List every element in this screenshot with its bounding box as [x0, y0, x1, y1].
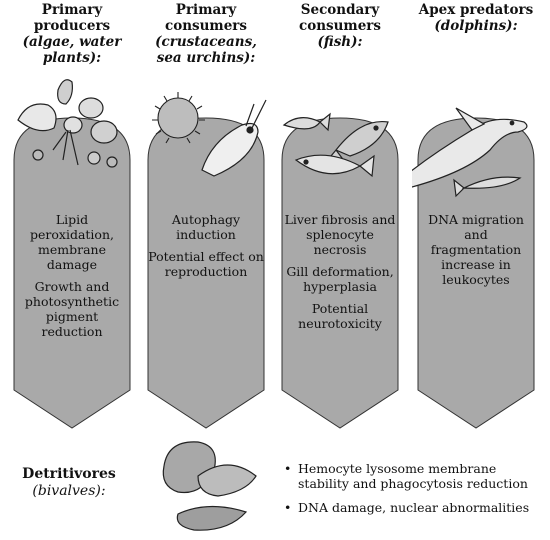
column-header: Primary consumers (crustaceans, sea urch…: [142, 2, 270, 66]
arrow-shape: [147, 117, 265, 429]
arrow-shape: [417, 117, 535, 429]
effect-item: Growth and photosynthetic pigment reduct…: [24, 279, 120, 339]
sea-urchin-icon: [152, 92, 267, 177]
column-subtitle: (fish):: [317, 34, 363, 50]
effects-list: DNA migration and fragmentation increase…: [418, 212, 534, 294]
column-header: Apex predators (dolphins):: [412, 2, 540, 34]
algae-icon: [17, 79, 118, 168]
column-subtitle: (dolphins):: [434, 18, 518, 34]
effect-item: DNA damage, nuclear abnormalities: [282, 500, 544, 515]
detritivores-title: Detritivores: [22, 466, 116, 482]
effect-item: Potential effect on reproduction: [148, 249, 264, 279]
detritivores-header: Detritivores (bivalves):: [10, 466, 128, 500]
column-title: Apex predators: [418, 2, 534, 18]
effect-item: Hemocyte lysosome membrane stability and…: [282, 461, 544, 491]
crustacean-icon: [201, 99, 267, 177]
column-subtitle: (algae, water plants):: [22, 34, 122, 66]
fish-icon: [282, 112, 389, 178]
column-subtitle: (crustaceans, sea urchins):: [155, 34, 257, 66]
arrow-shape: [281, 117, 399, 429]
arrow-shape: [13, 117, 131, 429]
effect-item: Potential neurotoxicity: [298, 301, 382, 331]
effect-item: Gill deformation, hyperplasia: [286, 264, 394, 294]
effect-item: Autophagy induction: [171, 212, 241, 242]
effects-list: Liver fibrosis and splenocyte necrosis G…: [282, 212, 398, 338]
dolphin-icon: [412, 107, 528, 198]
column-title: Secondary consumers: [298, 2, 382, 34]
effect-item: DNA migration and fragmentation increase…: [428, 212, 524, 287]
bivalves-icon: [162, 441, 257, 531]
effects-list: Lipid peroxidation, membrane damage Grow…: [14, 212, 130, 346]
effect-item: Liver fibrosis and splenocyte necrosis: [284, 212, 396, 257]
column-header: Primary producers (algae, water plants):: [8, 2, 136, 66]
column-title: Primary producers: [33, 2, 111, 34]
column-header: Secondary consumers (fish):: [276, 2, 404, 50]
column-title: Primary consumers: [164, 2, 248, 34]
effects-list: Autophagy induction Potential effect on …: [148, 212, 264, 286]
detritivores-effects-list: Hemocyte lysosome membrane stability and…: [282, 461, 544, 524]
effect-item: Lipid peroxidation, membrane damage: [30, 212, 114, 272]
detritivores-subtitle: (bivalves):: [32, 483, 106, 499]
